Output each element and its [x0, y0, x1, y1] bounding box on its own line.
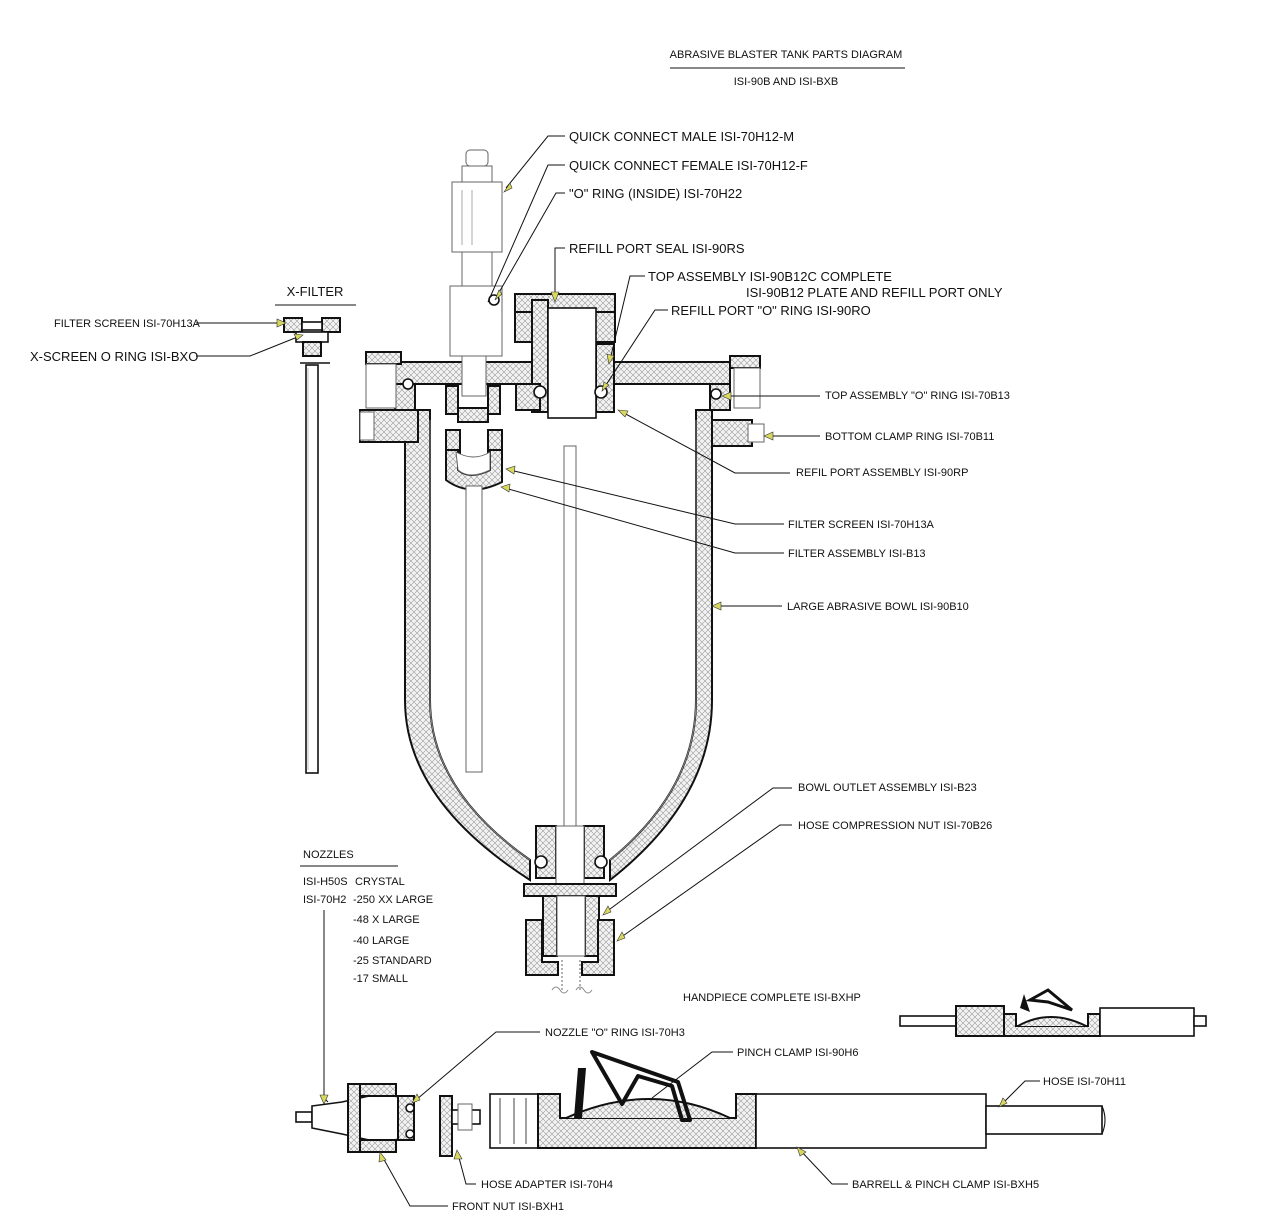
label-filter-screen-right: FILTER SCREEN ISI-70H13A — [788, 519, 935, 531]
label-top-assembly-1: TOP ASSEMBLY ISI-90B12C COMPLETE — [648, 269, 892, 284]
nozzles-table: NOZZLES ISI-H50S ISI-70H2 CRYSTAL -250 X… — [300, 849, 433, 1105]
label-front-nut: FRONT NUT ISI-BXH1 — [452, 1201, 564, 1213]
nozzle-size-3: -40 LARGE — [353, 935, 409, 947]
nozzle-crystal-header: CRYSTAL — [355, 876, 405, 888]
label-nozzle-o-ring: NOZZLE "O" RING ISI-70H3 — [545, 1027, 685, 1039]
label-filter-assembly: FILTER ASSEMBLY ISI-B13 — [788, 548, 926, 560]
diagram-title: ABRASIVE BLASTER TANK PARTS DIAGRAM ISI-… — [670, 49, 905, 88]
label-top-assembly-o-ring: TOP ASSEMBLY "O" RING ISI-70B13 — [825, 390, 1010, 402]
leader-lines — [196, 135, 820, 942]
handpiece-exploded — [295, 1050, 1106, 1157]
label-o-ring-inside: "O" RING (INSIDE) ISI-70H22 — [569, 186, 742, 201]
internal-filter — [445, 429, 503, 773]
refill-port-assembly — [514, 293, 616, 419]
x-filter-assembly: X-FILTER — [275, 284, 356, 774]
label-refill-port-o-ring: REFILL PORT "O" RING ISI-90RO — [671, 303, 871, 318]
label-large-abrasive-bowl: LARGE ABRASIVE BOWL ISI-90B10 — [787, 601, 969, 613]
label-top-assembly-2: ISI-90B12 PLATE AND REFILL PORT ONLY — [746, 285, 1003, 300]
handpiece-leaders — [378, 1031, 1040, 1207]
pickup-tube — [563, 445, 577, 887]
label-filter-screen-left: FILTER SCREEN ISI-70H13A — [54, 318, 201, 330]
label-handpiece-complete: HANDPIECE COMPLETE ISI-BXHP — [683, 992, 861, 1004]
label-x-screen-o-ring: X-SCREEN O RING ISI-BXO — [30, 349, 198, 364]
nozzle-model-1: ISI-H50S — [303, 876, 348, 888]
title-sub: ISI-90B AND ISI-BXB — [734, 76, 839, 88]
title-main: ABRASIVE BLASTER TANK PARTS DIAGRAM — [670, 49, 903, 61]
label-pinch-clamp: PINCH CLAMP ISI-90H6 — [737, 1047, 858, 1059]
nozzles-heading: NOZZLES — [303, 849, 354, 861]
label-refill-port-seal: REFILL PORT SEAL ISI-90RS — [569, 241, 745, 256]
nozzle-size-5: -17 SMALL — [353, 973, 408, 985]
label-bottom-clamp-ring: BOTTOM CLAMP RING ISI-70B11 — [825, 431, 994, 443]
handpiece-complete-small: HANDPIECE COMPLETE ISI-BXHP — [683, 988, 1207, 1037]
label-bowl-outlet-assembly: BOWL OUTLET ASSEMBLY ISI-B23 — [798, 782, 977, 794]
label-refil-port-assembly: REFIL PORT ASSEMBLY ISI-90RP — [796, 467, 968, 479]
label-hose: HOSE ISI-70H11 — [1043, 1076, 1126, 1088]
handpiece-labels: NOZZLE "O" RING ISI-70H3 PINCH CLAMP ISI… — [452, 1027, 1126, 1213]
nozzle-size-4: -25 STANDARD — [353, 955, 432, 967]
label-barrell-pinch-clamp: BARRELL & PINCH CLAMP ISI-BXH5 — [852, 1179, 1039, 1191]
label-hose-adapter: HOSE ADAPTER ISI-70H4 — [481, 1179, 613, 1191]
nozzle-size-1: -250 XX LARGE — [353, 894, 433, 906]
nozzle-size-2: -48 X LARGE — [353, 914, 420, 926]
abrasive-bowl — [404, 409, 713, 883]
bowl-outlet-assembly — [523, 825, 617, 994]
quick-connect-assembly — [445, 149, 503, 423]
nozzle-model-2: ISI-70H2 — [303, 894, 346, 906]
label-quick-connect-male: QUICK CONNECT MALE ISI-70H12-M — [569, 129, 794, 144]
label-quick-connect-female: QUICK CONNECT FEMALE ISI-70H12-F — [569, 158, 808, 173]
upper-labels: QUICK CONNECT MALE ISI-70H12-M QUICK CON… — [30, 129, 1010, 832]
label-hose-compression-nut: HOSE COMPRESSION NUT ISI-70B26 — [798, 820, 992, 832]
x-filter-label: X-FILTER — [287, 284, 344, 299]
